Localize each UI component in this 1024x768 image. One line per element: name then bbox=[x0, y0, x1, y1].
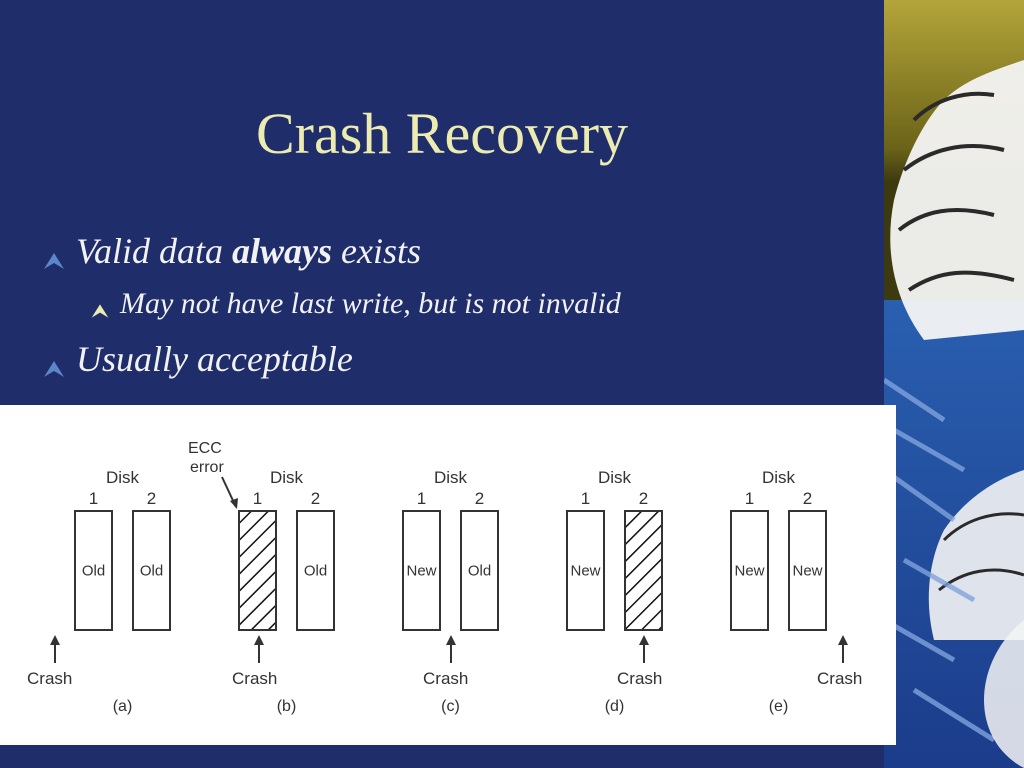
disk-box bbox=[566, 510, 605, 631]
panel-caption: (b) bbox=[277, 698, 297, 715]
ecc-label-line1: ECC bbox=[188, 440, 222, 457]
disk-number-2: 2 bbox=[639, 489, 648, 508]
crash-label: Crash bbox=[617, 669, 662, 688]
crash-label: Crash bbox=[232, 669, 277, 688]
disk-label: Disk bbox=[270, 468, 304, 487]
disk-box bbox=[74, 510, 113, 631]
disk-number-2: 2 bbox=[311, 489, 320, 508]
disk-number-1: 1 bbox=[253, 489, 262, 508]
disk-corrupted-box bbox=[238, 510, 277, 631]
bullet-text: Usually acceptable bbox=[76, 339, 353, 379]
disk-state-label: New bbox=[570, 563, 600, 580]
disk-corrupted-box bbox=[624, 510, 663, 631]
slide-title: Crash Recovery bbox=[255, 101, 629, 166]
disk-number-1: 1 bbox=[89, 489, 98, 508]
disk-label: Disk bbox=[434, 468, 468, 487]
crash-arrowhead bbox=[50, 635, 60, 645]
crash-label: Crash bbox=[817, 669, 862, 688]
disk-box bbox=[132, 510, 171, 631]
crash-arrowhead bbox=[838, 635, 848, 645]
disk-number-1: 1 bbox=[417, 489, 426, 508]
disk-number-1: 1 bbox=[745, 489, 754, 508]
disk-label: Disk bbox=[762, 468, 796, 487]
wave-decoration bbox=[884, 0, 1024, 768]
bullet-text-pre: Valid data bbox=[76, 231, 233, 271]
disk-number-2: 2 bbox=[147, 489, 156, 508]
bullet-usually-acceptable: Usually acceptable bbox=[44, 338, 353, 380]
disk-state-label: New bbox=[734, 563, 764, 580]
disk-number-2: 2 bbox=[475, 489, 484, 508]
disk-box bbox=[788, 510, 827, 631]
disk-box bbox=[730, 510, 769, 631]
panel-caption: (e) bbox=[769, 698, 789, 715]
ecc-label-line2: error bbox=[190, 459, 224, 476]
bullet-text-bold: always bbox=[232, 231, 333, 271]
disk-number-1: 1 bbox=[581, 489, 590, 508]
sub-bullet-last-write: May not have last write, but is not inva… bbox=[91, 287, 621, 321]
crash-arrowhead bbox=[639, 635, 649, 645]
bullet-marker-icon bbox=[42, 346, 66, 388]
disk-box bbox=[460, 510, 499, 631]
disk-box bbox=[296, 510, 335, 631]
disk-state-label: New bbox=[406, 563, 436, 580]
ecc-arrowhead bbox=[230, 498, 238, 509]
disk-label: Disk bbox=[106, 468, 140, 487]
bullet-marker-icon bbox=[42, 238, 66, 280]
bullet-marker-icon bbox=[90, 294, 110, 328]
disk-box bbox=[402, 510, 441, 631]
panel-caption: (d) bbox=[605, 698, 625, 715]
panel-caption: (c) bbox=[441, 698, 460, 715]
sub-bullet-text: May not have last write, but is not inva… bbox=[120, 287, 621, 320]
bullet-valid-data: Valid data always exists bbox=[44, 230, 422, 272]
disk-state-label: Old bbox=[140, 563, 163, 580]
bullet-text-post: exists bbox=[332, 231, 422, 271]
disk-state-label: New bbox=[792, 563, 822, 580]
disk-label: Disk bbox=[598, 468, 632, 487]
crash-label: Crash bbox=[27, 669, 72, 688]
disk-state-label: Old bbox=[82, 563, 105, 580]
disk-number-2: 2 bbox=[803, 489, 812, 508]
panel-caption: (a) bbox=[113, 698, 133, 715]
disk-state-label: Old bbox=[468, 563, 491, 580]
crash-arrowhead bbox=[446, 635, 456, 645]
crash-label: Crash bbox=[423, 669, 468, 688]
crash-arrowhead bbox=[254, 635, 264, 645]
disk-state-label: Old bbox=[304, 563, 327, 580]
